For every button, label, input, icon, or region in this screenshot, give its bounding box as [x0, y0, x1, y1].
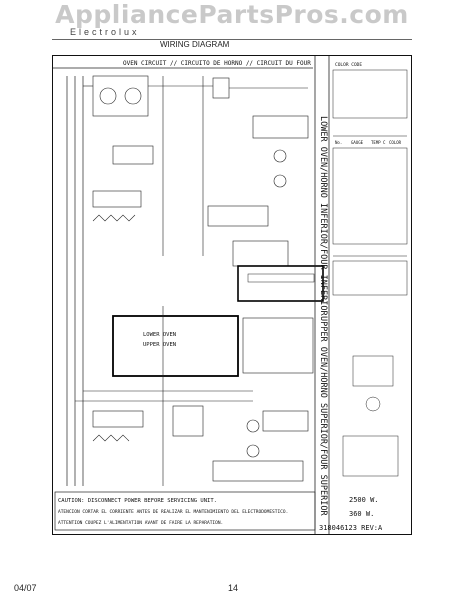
page-title: WIRING DIAGRAM: [160, 40, 230, 49]
upper-oven-side-label: UPPER OVEN/HORNO SUPERIOR/FOUR SUPERIOR: [318, 316, 328, 516]
wiring-diagram: OVEN CIRCUIT // CIRCUITO DE HORNO // CIR…: [53, 56, 408, 534]
document-code: 318046123 REV:A: [319, 524, 383, 532]
svg-text:COLOR: COLOR: [389, 140, 402, 145]
watts-lower: 360 W.: [349, 510, 374, 518]
watts-upper: 2500 W.: [349, 496, 379, 504]
oven-selector-box: [112, 315, 239, 377]
wiring-diagram-sheet: OVEN CIRCUIT // CIRCUITO DE HORNO // CIR…: [52, 55, 412, 535]
lower-oven-circuit: [83, 75, 309, 267]
color-code-title: COLOR CODE: [335, 62, 362, 68]
caution-spanish: ATENCION CORTAR EL CORRIENTE ANTES DE RE…: [58, 509, 288, 515]
svg-text:No.: No.: [335, 140, 342, 145]
caution-french: ATTENTION COUPEZ L'ALIMENTATION AVANT DE…: [58, 520, 223, 526]
svg-text:GAUGE: GAUGE: [351, 140, 364, 145]
lower-oven-side-label: LOWER OVEN/HORNO INFERIOR/FOUR INFERIOR: [318, 116, 328, 316]
footer-date: 04/07: [14, 583, 37, 593]
header-rule: [52, 39, 412, 40]
color-code-table: COLOR CODE No. GAUGE TEMP C COLOR: [332, 62, 408, 477]
control-board-box: [237, 265, 324, 302]
lower-oven-label: LOWER OVEN: [143, 332, 176, 338]
top-circuit-label: OVEN CIRCUIT // CIRCUITO DE HORNO // CIR…: [123, 60, 311, 67]
header-brand: Electrolux: [70, 27, 140, 37]
upper-oven-label: UPPER OVEN: [143, 342, 176, 348]
caution-english: CAUTION: DISCONNECT POWER BEFORE SERVICI…: [58, 498, 217, 504]
upper-oven-circuit: [75, 306, 309, 486]
svg-text:TEMP C: TEMP C: [371, 140, 386, 145]
watermark: AppliancePartsPros.com: [55, 0, 409, 29]
footer-page-number: 14: [228, 583, 239, 593]
